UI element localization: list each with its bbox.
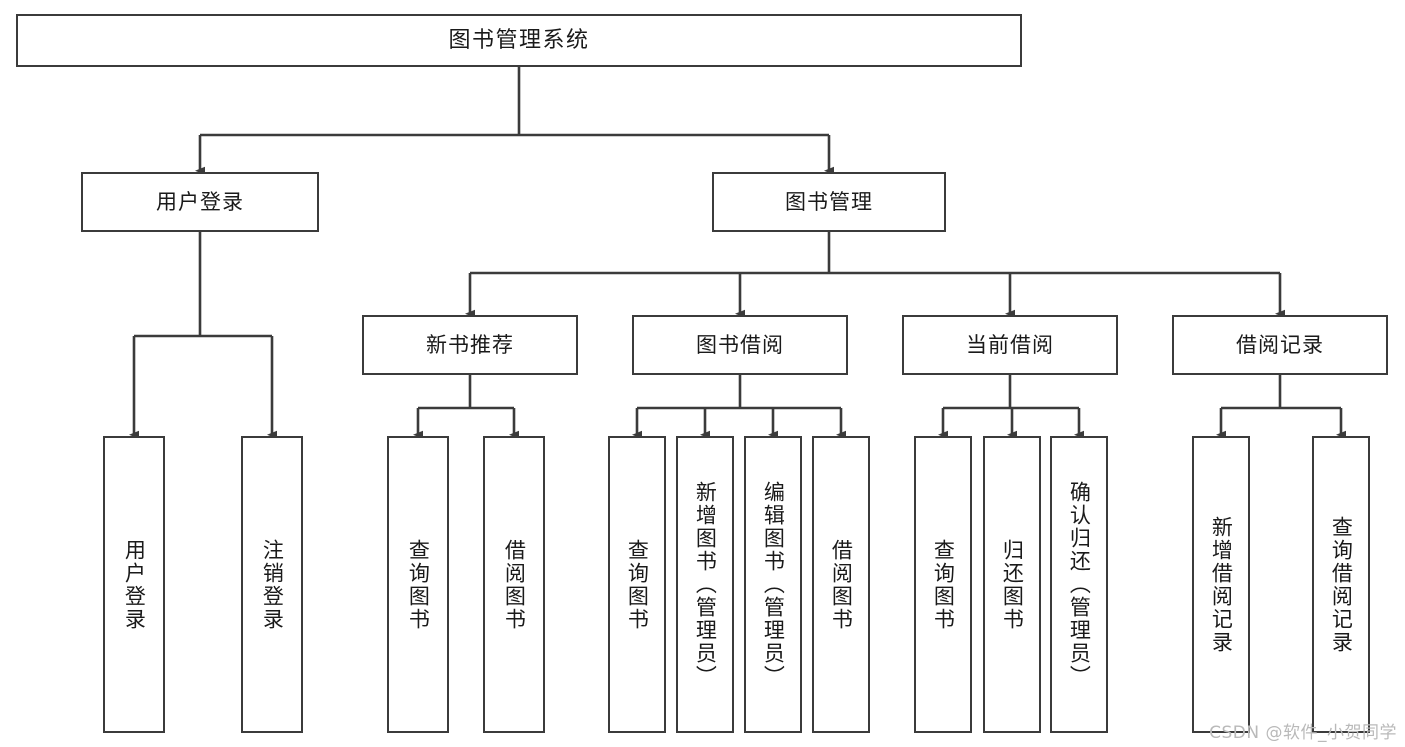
node-l11[interactable]: 确认归还（管理员）: [1050, 436, 1108, 733]
node-label: 借阅图书: [502, 538, 527, 631]
node-bookmgmt[interactable]: 图书管理: [712, 172, 946, 232]
node-label: 归还图书: [1000, 538, 1025, 631]
node-l9[interactable]: 查询图书: [914, 436, 972, 733]
watermark: CSDN @软件_小贺同学: [1209, 723, 1397, 743]
node-l7[interactable]: 编辑图书（管理员）: [744, 436, 802, 733]
node-l12[interactable]: 新增借阅记录: [1192, 436, 1250, 733]
node-borrow[interactable]: 图书借阅: [632, 315, 848, 375]
node-label: 编辑图书（管理员）: [761, 481, 786, 688]
node-label: 新增借阅记录: [1209, 515, 1234, 654]
node-label: 查询借阅记录: [1329, 515, 1354, 654]
node-label: 借阅图书: [829, 538, 854, 631]
node-records[interactable]: 借阅记录: [1172, 315, 1388, 375]
node-label: 确认归还（管理员）: [1067, 481, 1092, 688]
node-l3[interactable]: 查询图书: [387, 436, 449, 733]
node-label: 用户登录: [156, 189, 244, 214]
node-label: 当前借阅: [966, 332, 1054, 357]
node-label: 图书管理: [785, 189, 873, 214]
node-label: 查询图书: [931, 538, 956, 631]
node-l13[interactable]: 查询借阅记录: [1312, 436, 1370, 733]
node-label: 查询图书: [625, 538, 650, 631]
connector-lines: [129, 67, 1346, 439]
node-root[interactable]: 图书管理系统: [16, 14, 1022, 67]
node-label: 注销登录: [260, 538, 285, 631]
node-l8[interactable]: 借阅图书: [812, 436, 870, 733]
node-label: 图书借阅: [696, 332, 784, 357]
node-label: 用户登录: [122, 538, 147, 631]
node-l2[interactable]: 注销登录: [241, 436, 303, 733]
node-label: 图书管理系统: [448, 27, 590, 53]
node-label: 查询图书: [406, 538, 431, 631]
node-login[interactable]: 用户登录: [81, 172, 319, 232]
node-current[interactable]: 当前借阅: [902, 315, 1118, 375]
node-l6[interactable]: 新增图书（管理员）: [676, 436, 734, 733]
node-l1[interactable]: 用户登录: [103, 436, 165, 733]
node-label: 新增图书（管理员）: [693, 481, 718, 688]
node-l4[interactable]: 借阅图书: [483, 436, 545, 733]
node-l10[interactable]: 归还图书: [983, 436, 1041, 733]
node-l5[interactable]: 查询图书: [608, 436, 666, 733]
node-label: 新书推荐: [426, 332, 514, 357]
node-label: 借阅记录: [1236, 332, 1324, 357]
node-newbook[interactable]: 新书推荐: [362, 315, 578, 375]
